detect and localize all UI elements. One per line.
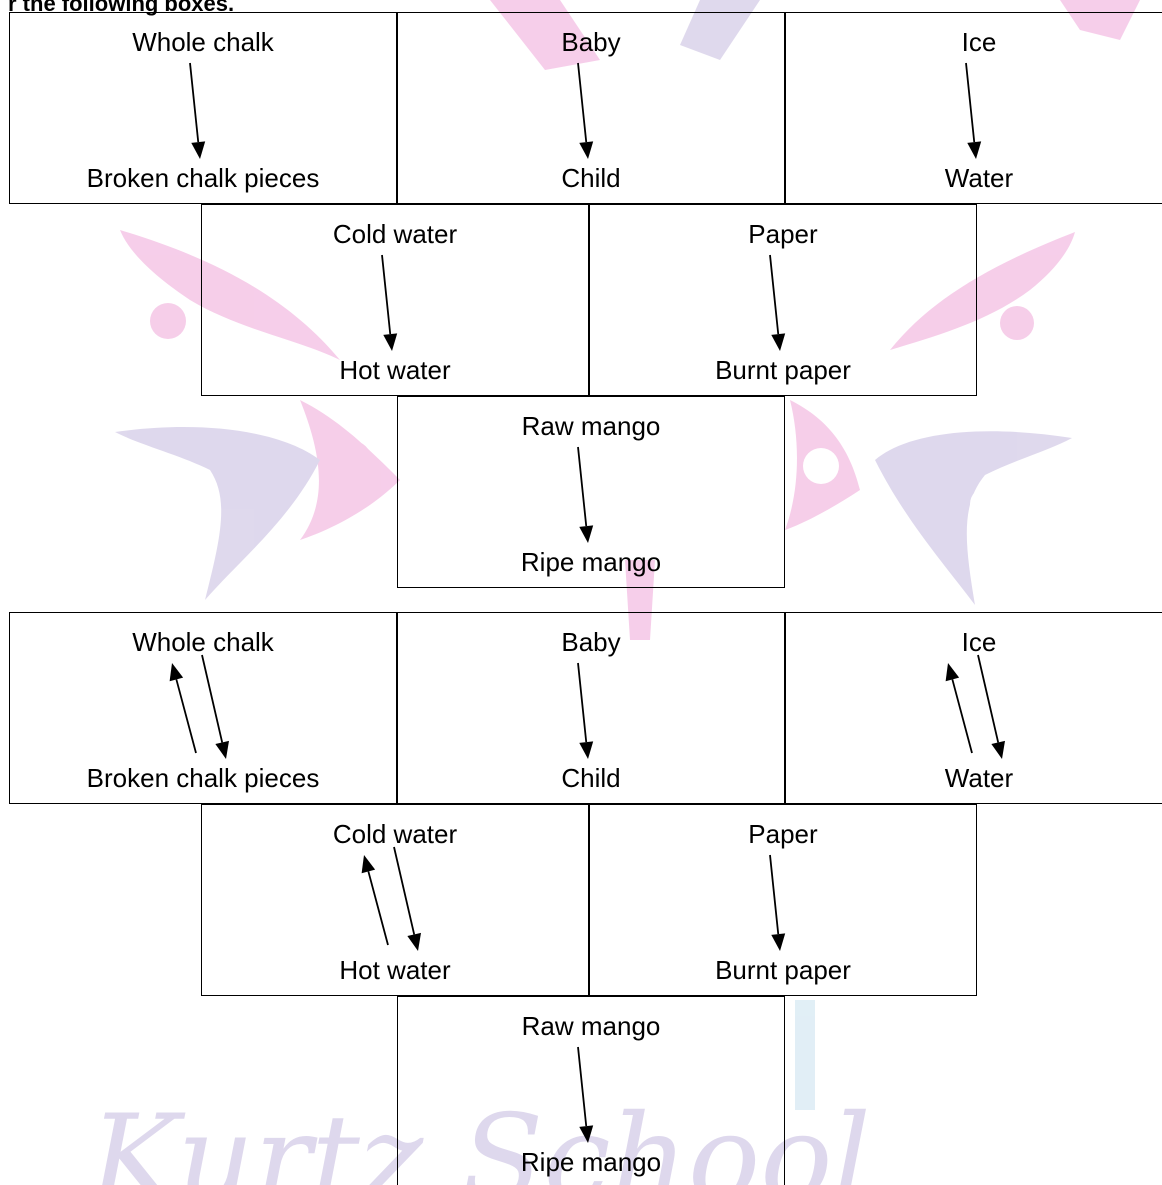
state-to-label: Child (561, 163, 621, 193)
state-to-label: Water (944, 763, 1014, 793)
down-arrow-icon (381, 254, 398, 351)
state-from-label: Raw mango (521, 411, 661, 441)
state-to-label: Burnt paper (715, 955, 851, 985)
state-from-label: Whole chalk (132, 627, 274, 657)
state-from-label: Cold water (332, 819, 458, 849)
state-to-label: Broken chalk pieces (86, 763, 320, 793)
down-arrow-icon (189, 62, 206, 159)
state-from-label: Ice (961, 27, 997, 57)
state-from-label: Paper (748, 819, 818, 849)
reversible-arrows-icon (945, 654, 1005, 759)
down-arrow-icon (577, 1046, 594, 1143)
state-from-label: Whole chalk (132, 27, 274, 57)
state-to-label: Broken chalk pieces (86, 163, 320, 193)
state-to-label: Ripe mango (520, 547, 662, 577)
down-arrow-icon (577, 662, 594, 759)
state-from-label: Baby (561, 27, 621, 57)
state-to-label: Hot water (339, 355, 451, 385)
state-from-label: Baby (561, 627, 621, 657)
state-to-label: Ripe mango (520, 1147, 662, 1177)
down-arrow-icon (577, 446, 594, 543)
reversible-arrows-icon (361, 846, 421, 951)
down-arrow-icon (577, 62, 594, 159)
state-from-label: Raw mango (521, 1011, 661, 1041)
reversible-arrows-icon (169, 654, 229, 759)
down-arrow-icon (965, 62, 982, 159)
state-to-label: Burnt paper (715, 355, 851, 385)
state-from-label: Paper (748, 219, 818, 249)
state-to-label: Child (561, 763, 621, 793)
state-to-label: Hot water (339, 955, 451, 985)
state-to-label: Water (944, 163, 1014, 193)
watermark-text: Kurtz School (88, 1090, 871, 1185)
down-arrow-icon (769, 854, 786, 951)
down-arrow-icon (769, 254, 786, 351)
state-from-label: Ice (961, 627, 997, 657)
state-from-label: Cold water (332, 219, 458, 249)
